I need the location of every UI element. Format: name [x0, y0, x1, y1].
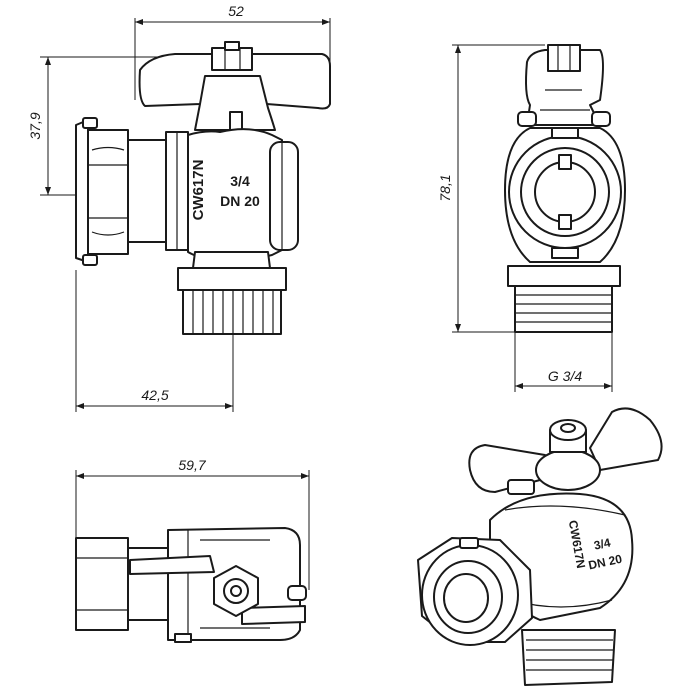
union-nut — [87, 129, 129, 255]
dimension-height-right: 78,1 — [437, 44, 545, 333]
union-nut-top — [75, 537, 129, 631]
stop-pin — [229, 111, 243, 131]
handle-wing-right — [241, 605, 306, 625]
stem-nut-side — [547, 44, 581, 72]
dimension-label-42-5: 42,5 — [141, 387, 168, 403]
body-mark-dn: DN 20 — [220, 193, 260, 209]
iso-mark-size: 3/4 — [593, 535, 613, 552]
dimension-label-g34: G 3/4 — [548, 368, 582, 384]
adapter-ring — [127, 139, 167, 243]
iso-bonnet — [535, 449, 601, 491]
front-view: 52 37,9 42,5 — [27, 3, 331, 412]
valve-outlet — [269, 141, 299, 251]
body-mark-material: CW617N — [190, 160, 207, 221]
handle-wing-left — [129, 555, 215, 575]
stem-nut — [211, 47, 253, 71]
dimension-thread: G 3/4 — [514, 332, 613, 392]
dimension-label-52: 52 — [228, 3, 244, 19]
top-view: 59,7 — [75, 457, 310, 643]
union-nut-flange — [75, 119, 89, 263]
port-notch-bottom — [558, 214, 572, 230]
bonnet — [194, 75, 276, 131]
side-view: 78,1 G 3/4 — [437, 44, 626, 392]
thread-side — [514, 285, 613, 333]
stem-top — [224, 41, 240, 51]
hex-side — [507, 265, 621, 287]
iso-port-bore — [443, 573, 489, 623]
neck — [192, 251, 271, 269]
dimension-width-top: 52 — [134, 3, 331, 100]
iso-thread — [521, 629, 616, 686]
port-notch-top — [558, 154, 572, 170]
body-mark-size: 3/4 — [230, 173, 250, 189]
port-bore — [534, 161, 596, 223]
outlet-hex — [177, 267, 287, 291]
iso-mark-dn: DN 20 — [587, 552, 624, 573]
handle-side — [525, 49, 604, 126]
dimension-width-bottom: 59,7 — [75, 457, 310, 590]
dimension-label-59-7: 59,7 — [178, 457, 206, 473]
iso-handle-right — [589, 407, 663, 471]
outlet-thread — [182, 289, 282, 335]
dimension-offset-bottom: 42,5 — [75, 270, 234, 412]
isometric-view: CW617N 3/4 DN 20 — [417, 407, 663, 686]
dimension-label-78-1: 78,1 — [437, 174, 453, 201]
dimension-label-37-9: 37,9 — [27, 112, 43, 139]
